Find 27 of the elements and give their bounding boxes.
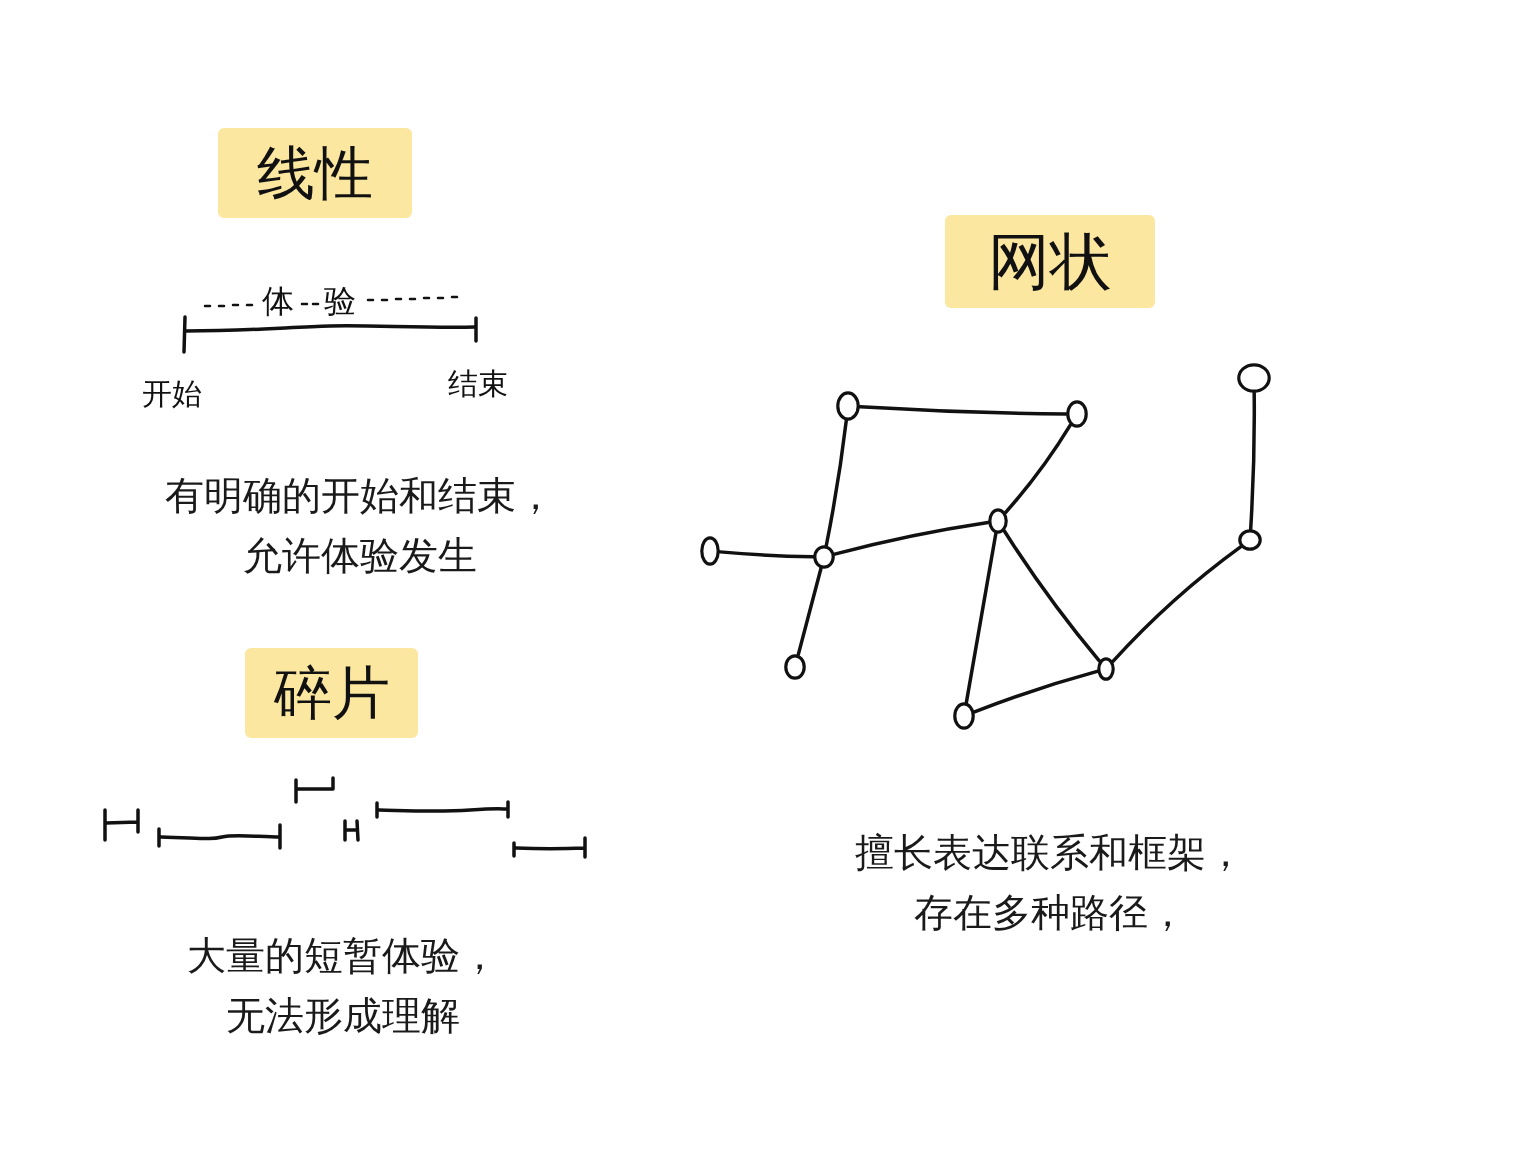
node-circle: [1066, 400, 1088, 428]
node-circle: [1097, 657, 1115, 681]
connector-line: [1002, 529, 1102, 663]
description-text: 大量的短暂体验，无法形成理解: [186, 932, 500, 1040]
node-circle: [700, 536, 720, 566]
connector-line: [824, 419, 848, 547]
highlighted-heading: 网状: [945, 215, 1155, 308]
node-circle: [1237, 363, 1271, 393]
connector-line: [1111, 545, 1243, 664]
connector-line: [1003, 423, 1072, 515]
node-circle: [988, 508, 1008, 534]
connector-line: [964, 531, 998, 705]
node-circle: [1238, 529, 1262, 551]
dotted-line-label: 体验: [262, 281, 386, 321]
highlighted-heading: 碎片: [245, 648, 418, 738]
node-circle: [836, 391, 860, 421]
highlighted-heading: 线性: [218, 128, 412, 218]
description-text: 有明确的开始和结束，允许体验发生: [164, 472, 556, 580]
connector-line: [1248, 391, 1257, 531]
node-circle: [953, 702, 975, 730]
node-circle: [784, 654, 806, 680]
node-circle: [813, 545, 835, 569]
start-label: 开始: [142, 375, 203, 413]
end-label: 结束: [448, 365, 509, 403]
connector-line: [972, 669, 1099, 714]
connector-line: [796, 566, 823, 657]
description-text: 擅长表达联系和框架，存在多种路径，: [854, 829, 1246, 937]
